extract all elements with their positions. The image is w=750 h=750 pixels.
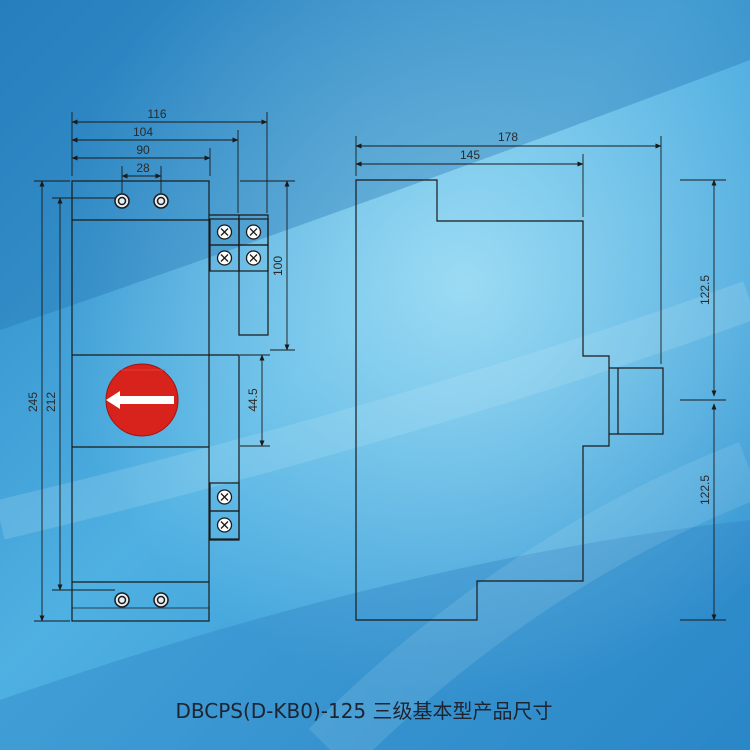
screw-icon	[153, 193, 169, 209]
terminal-screw-icon	[216, 224, 233, 240]
terminal-screw-icon	[245, 250, 262, 266]
dim-178-label: 178	[498, 130, 518, 144]
dim-104-label: 104	[133, 125, 153, 139]
bottom-terminal-block	[209, 482, 240, 540]
front-dimension-labels: 116 104 90 28 245 212 100 44.5	[26, 107, 285, 412]
terminal-screw-icon	[245, 224, 262, 240]
dim-90-label: 90	[136, 143, 150, 157]
side-knob	[609, 367, 664, 435]
dim-116-label: 116	[147, 107, 166, 121]
front-body	[71, 180, 210, 622]
dim-145-label: 145	[460, 148, 480, 162]
front-dimension-lines	[34, 112, 295, 622]
terminal-screw-icon	[216, 489, 233, 505]
dim-122-5-top-label: 122.5	[698, 275, 712, 305]
dim-245-label: 245	[26, 392, 40, 412]
dim-212-label: 212	[44, 392, 58, 412]
dim-28-label: 28	[136, 161, 150, 175]
front-view	[71, 180, 269, 622]
bottom-screws	[114, 592, 169, 608]
terminal-screw-icon	[216, 250, 233, 266]
top-terminal-block	[209, 218, 269, 272]
side-body	[355, 179, 610, 621]
side-dimension-labels: 178 145 122.5 122.5	[460, 130, 712, 505]
dim-44-5-label: 44.5	[246, 388, 260, 412]
rotary-handle-arrow-icon	[105, 363, 179, 437]
terminal-screw-icon	[216, 517, 233, 533]
drawing-caption: DBCPS(D-KB0)-125 三级基本型产品尺寸	[175, 699, 552, 723]
screw-icon	[153, 592, 169, 608]
side-dimension-lines	[355, 136, 726, 621]
screw-icon	[114, 193, 130, 209]
terminal-screws	[216, 224, 262, 533]
dim-100-label: 100	[271, 256, 285, 276]
top-screws	[114, 193, 169, 209]
dim-122-5-bottom-label: 122.5	[698, 475, 712, 505]
screw-icon	[114, 592, 130, 608]
side-view	[355, 179, 664, 621]
